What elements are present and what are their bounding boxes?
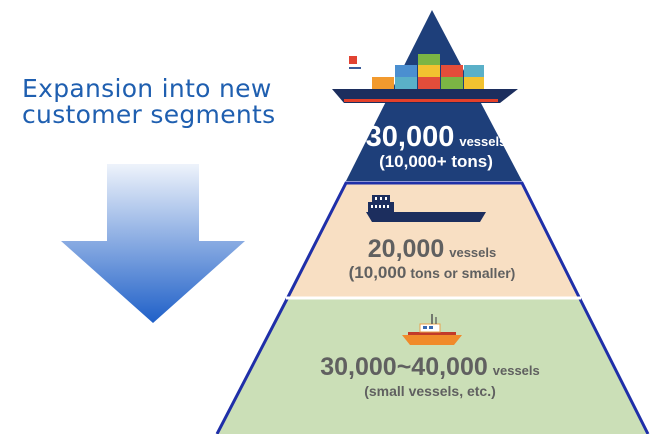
cargo-boat-icon xyxy=(366,195,486,222)
heading-line-2: customer segments xyxy=(22,100,276,129)
cargo-ship-icon xyxy=(332,54,518,103)
down-arrow-icon xyxy=(61,164,245,323)
top-tier-detail-label: (10,000+ tons) xyxy=(379,152,493,171)
pyramid-outline xyxy=(215,181,650,434)
pyramid-middle-tier xyxy=(287,183,580,297)
pyramid-bottom-tier xyxy=(217,299,648,434)
small-boat-icon xyxy=(402,314,462,345)
segment-expansion-heading: Expansion into new customer segments xyxy=(22,76,322,128)
heading-line-1: Expansion into new xyxy=(22,74,272,103)
bottom-tier-detail-label: (small vessels, etc.) xyxy=(364,383,496,399)
